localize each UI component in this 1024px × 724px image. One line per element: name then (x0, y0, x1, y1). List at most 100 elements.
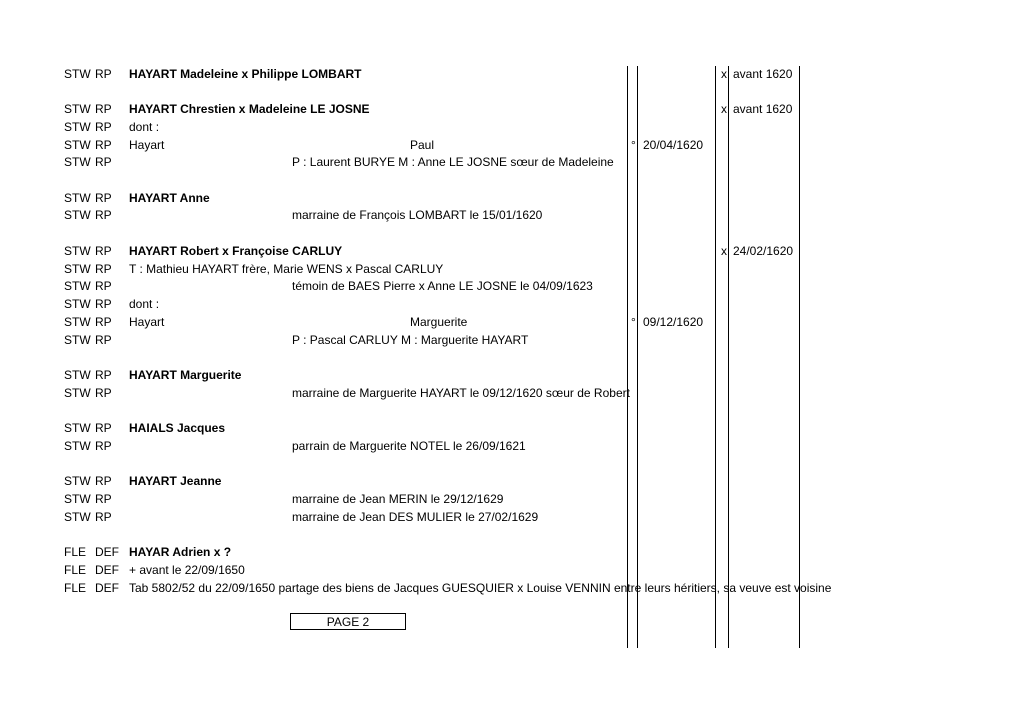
record-source: STW (64, 386, 91, 400)
register-row: STW RP P : Pascal CARLUY M : Marguerite HA… (0, 332, 1024, 349)
record-source: STW (64, 492, 91, 506)
entry-text: Tab 5802/52 du 22/09/1650 partage des bi… (129, 581, 832, 595)
person-name: HAIALS Jacques (129, 421, 226, 435)
record-type: RP (95, 208, 112, 222)
record-source: STW (64, 421, 91, 435)
record-source: FLE (64, 545, 87, 559)
entry-note: marraine de Jean DES MULIER le 27/02/162… (292, 510, 539, 524)
record-type: RP (95, 138, 112, 152)
entry-text: Hayart (129, 315, 165, 329)
page-number-box: PAGE 2 (290, 613, 406, 630)
person-name: HAYART Jeanne (129, 474, 222, 488)
register-row: STW RP marraine de Jean DES MULIER le 27/0… (0, 509, 1024, 526)
record-type: RP (95, 333, 112, 347)
column-rule (627, 66, 628, 648)
record-type: DEF (95, 545, 119, 559)
record-source: STW (64, 67, 91, 81)
column-rule (799, 66, 800, 648)
record-source: STW (64, 244, 91, 258)
register-row: STW RP marraine de Marguerite HAYART le 09… (0, 385, 1024, 402)
entry-note: témoin de BAES Pierre x Anne LE JOSNE le… (292, 279, 593, 293)
column-rule (728, 66, 729, 648)
given-name: Marguerite (410, 315, 468, 329)
register-row: STW RP HAYART Madeleine x Philippe LOMBART… (0, 66, 1024, 83)
person-name: HAYART Madeleine x Philippe LOMBART (129, 67, 362, 81)
marriage-symbol: x (721, 244, 727, 258)
record-source: STW (64, 208, 91, 222)
record-type: RP (95, 191, 112, 205)
marriage-date: avant 1620 (733, 102, 793, 116)
person-name: HAYART Marguerite (129, 368, 242, 382)
record-source: STW (64, 368, 91, 382)
record-source: STW (64, 102, 91, 116)
entry-note: marraine de Marguerite HAYART le 09/12/1… (292, 386, 630, 400)
register-row: STW RP Hayart Marguerite ° 09/12/1620 (0, 314, 1024, 331)
marriage-symbol: x (721, 67, 727, 81)
entry-text: T : Mathieu HAYART frère, Marie WENS x P… (129, 262, 444, 276)
record-type: RP (95, 439, 112, 453)
register-row: FLE DEF HAYAR Adrien x ? (0, 544, 1024, 561)
register-row: STW RP HAYART Anne (0, 190, 1024, 207)
record-source: FLE (64, 563, 87, 577)
record-type: RP (95, 279, 112, 293)
record-type: RP (95, 315, 112, 329)
column-rule (715, 66, 716, 648)
record-type: RP (95, 421, 112, 435)
person-name: HAYART Robert x Françoise CARLUY (129, 244, 343, 258)
record-source: STW (64, 262, 91, 276)
record-type: RP (95, 492, 112, 506)
record-source: STW (64, 439, 91, 453)
record-type: RP (95, 368, 112, 382)
register-row: STW RP parrain de Marguerite NOTEL le 26/0… (0, 438, 1024, 455)
register-row: STW RP marraine de Jean MERIN le 29/12/162… (0, 491, 1024, 508)
register-row: STW RP témoin de BAES Pierre x Anne LE JOS… (0, 278, 1024, 295)
birth-symbol: ° (631, 315, 636, 329)
person-name: HAYART Chrestien x Madeleine LE JOSNE (129, 102, 370, 116)
entry-text: Hayart (129, 138, 165, 152)
birth-symbol: ° (631, 138, 636, 152)
register-row: STW RP dont : (0, 296, 1024, 313)
person-name: HAYAR Adrien x ? (129, 545, 232, 559)
register-row: STW RP HAYART Marguerite (0, 367, 1024, 384)
record-type: RP (95, 386, 112, 400)
record-source: STW (64, 297, 91, 311)
record-type: RP (95, 244, 112, 258)
record-source: STW (64, 333, 91, 347)
record-type: RP (95, 474, 112, 488)
record-source: STW (64, 191, 91, 205)
record-source: STW (64, 155, 91, 169)
record-source: STW (64, 315, 91, 329)
entry-note: marraine de Jean MERIN le 29/12/1629 (292, 492, 504, 506)
record-type: RP (95, 102, 112, 116)
marriage-date: 24/02/1620 (733, 244, 794, 258)
record-type: RP (95, 155, 112, 169)
entry-note: P : Pascal CARLUY M : Marguerite HAYART (292, 333, 529, 347)
birth-date: 20/04/1620 (643, 138, 704, 152)
register-row: STW RP Hayart Paul ° 20/04/1620 (0, 137, 1024, 154)
register-row: STW RP HAYART Chrestien x Madeleine LE JOS… (0, 101, 1024, 118)
record-type: RP (95, 67, 112, 81)
marriage-symbol: x (721, 102, 727, 116)
record-source: STW (64, 138, 91, 152)
marriage-date: avant 1620 (733, 67, 793, 81)
record-type: RP (95, 297, 112, 311)
given-name: Paul (410, 138, 435, 152)
register-row: STW RP HAYART Jeanne (0, 473, 1024, 490)
entry-note: marraine de François LOMBART le 15/01/16… (292, 208, 543, 222)
record-type: RP (95, 510, 112, 524)
entry-text: dont : (129, 297, 160, 311)
record-type: DEF (95, 581, 119, 595)
entry-note: parrain de Marguerite NOTEL le 26/09/162… (292, 439, 526, 453)
entry-note: P : Laurent BURYE M : Anne LE JOSNE sœur… (292, 155, 614, 169)
birth-date: 09/12/1620 (643, 315, 704, 329)
record-source: STW (64, 510, 91, 524)
record-source: STW (64, 120, 91, 134)
person-name: HAYART Anne (129, 191, 210, 205)
record-source: STW (64, 279, 91, 293)
record-source: STW (64, 474, 91, 488)
